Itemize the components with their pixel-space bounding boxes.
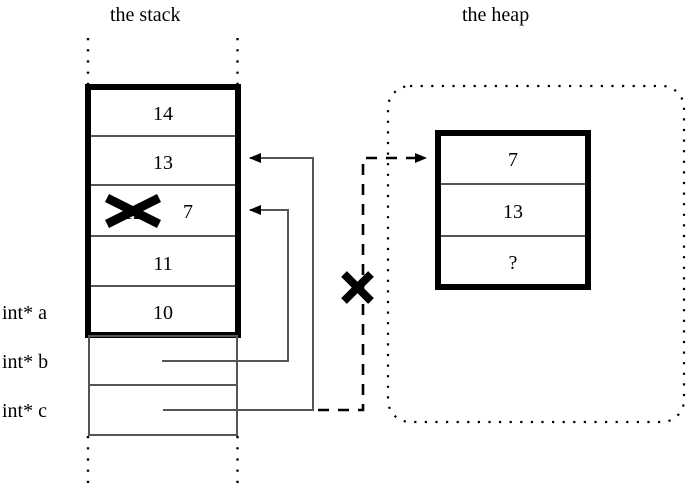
stack-cell-value-11: 11 [153,253,173,275]
stack-cell-value-10: 10 [153,302,173,324]
stack-cell-value-12-struck: 12 [123,202,143,224]
invalid-pointer-cross [341,271,374,304]
variable-label-a: int* a [2,302,47,324]
stack-boundary-dotted [86,38,239,487]
heap-title: the heap [462,4,530,26]
stack-title: the stack [110,4,181,26]
stack-frame-box [85,84,241,338]
pointer-c-connector [163,153,314,411]
pointer-b-connector [162,205,289,362]
stack-cell-value-14: 14 [153,103,173,125]
variable-label-c: int* c [2,400,47,422]
struck-value-cross [104,193,162,229]
stale-heap-pointer-connector [318,153,427,412]
variable-label-b: int* b [2,351,49,373]
stack-cell-value-new-7: 7 [183,201,193,223]
heap-cell-value-unknown: ? [508,252,518,274]
heap-cell-value-7: 7 [508,149,518,171]
heap-cell-value-13: 13 [503,201,523,223]
stack-cell-value-13: 13 [153,152,173,174]
stack-pointer-cells [88,335,238,436]
heap-block-box [435,130,591,290]
